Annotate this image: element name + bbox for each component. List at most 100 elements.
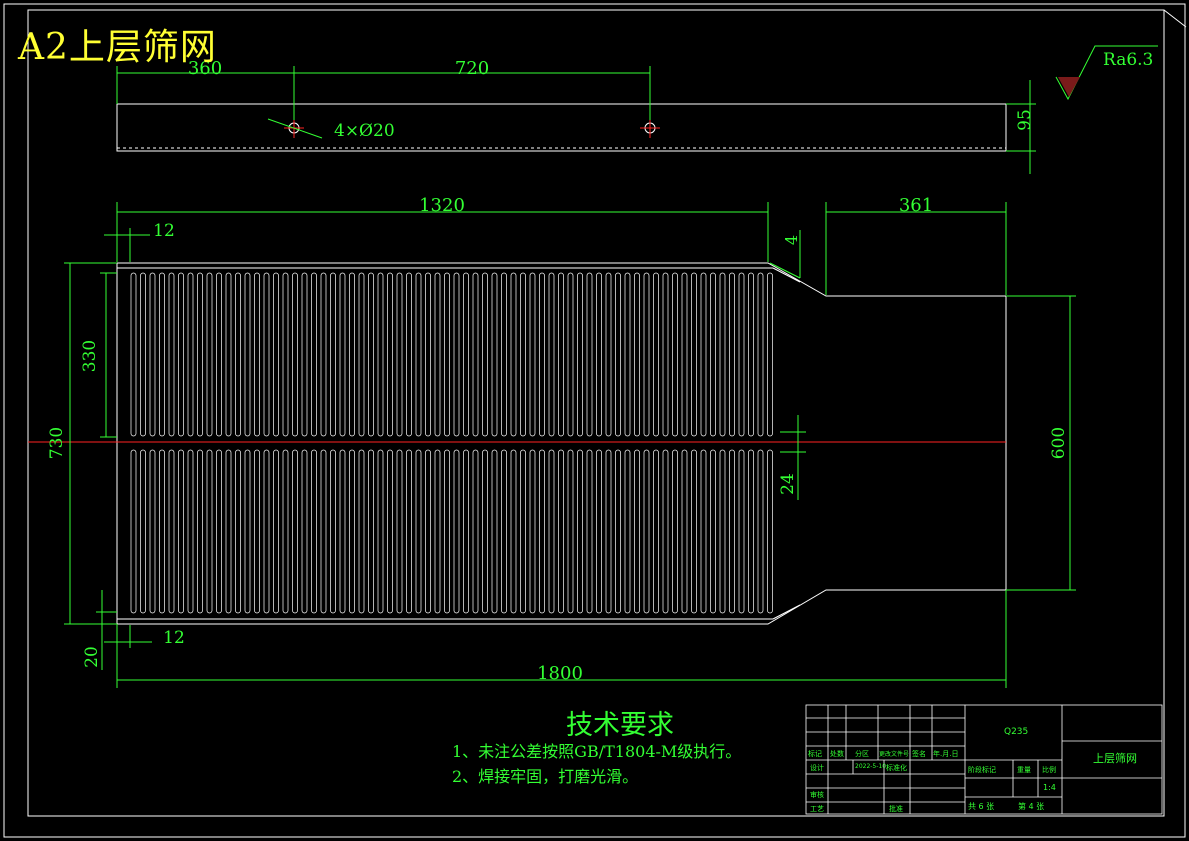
slot <box>472 272 479 437</box>
slot <box>653 449 659 614</box>
slot <box>719 272 726 437</box>
slot <box>482 449 488 614</box>
slot <box>748 449 754 614</box>
dim-360: 360 <box>188 58 222 79</box>
slot <box>425 449 431 614</box>
slot <box>719 449 726 614</box>
slot <box>681 449 688 614</box>
slot <box>358 449 365 614</box>
dim-12-top: 12 <box>153 221 175 241</box>
slot <box>225 449 232 614</box>
slot <box>358 272 365 437</box>
tb-sheet-number: 第 4 张 <box>1018 802 1045 811</box>
slot <box>254 449 260 614</box>
slot <box>729 449 735 614</box>
slot <box>577 449 583 614</box>
slot <box>216 272 222 437</box>
tb-header-0: 标记 <box>808 750 822 758</box>
tb-weight: 重量 <box>1017 766 1031 774</box>
slot <box>482 272 488 437</box>
slot <box>235 272 241 437</box>
slot <box>710 449 716 614</box>
slot <box>339 272 346 437</box>
slot <box>254 272 260 437</box>
slot <box>149 272 156 437</box>
slot <box>710 272 716 437</box>
slot <box>311 449 317 614</box>
slot <box>406 272 412 437</box>
slot <box>491 272 498 437</box>
slot <box>662 272 669 437</box>
top-dimensions <box>116 66 1036 174</box>
slot <box>539 449 545 614</box>
slot <box>330 272 336 437</box>
slot <box>415 272 422 437</box>
slot <box>396 272 403 437</box>
slot <box>187 272 194 437</box>
screen-outline <box>116 262 1007 625</box>
slot <box>292 449 298 614</box>
tb-design-label: 设计 <box>810 764 824 772</box>
slot <box>700 449 707 614</box>
slot <box>168 272 175 437</box>
slot <box>643 449 650 614</box>
slot <box>501 449 507 614</box>
slot <box>368 272 374 437</box>
slot <box>349 272 355 437</box>
slot <box>672 272 678 437</box>
slot <box>491 449 498 614</box>
slot <box>567 272 574 437</box>
slot <box>558 272 564 437</box>
dim-720: 720 <box>455 58 489 79</box>
slot <box>757 272 764 437</box>
slot-array <box>130 272 773 614</box>
tb-process: 工艺 <box>810 805 824 813</box>
slot <box>263 449 270 614</box>
slot <box>244 272 251 437</box>
inner-frame <box>27 9 1165 817</box>
tb-sheet-total: 共 6 张 <box>968 802 995 811</box>
slot <box>748 272 754 437</box>
slot <box>273 449 279 614</box>
slot <box>434 272 441 437</box>
tb-scale-value: 1:4 <box>1043 783 1056 792</box>
slot <box>339 449 346 614</box>
slot <box>510 272 517 437</box>
slot <box>187 449 194 614</box>
tech-requirement-1: 1、未注公差按照GB/T1804-M级执行。 <box>452 742 742 761</box>
dim-1800: 1800 <box>537 663 583 684</box>
slot <box>472 449 479 614</box>
slot <box>206 272 213 437</box>
tb-approve: 批准 <box>889 805 903 813</box>
slot <box>130 272 137 437</box>
slot <box>539 272 545 437</box>
slot <box>197 449 203 614</box>
tb-header-2: 分区 <box>855 750 869 758</box>
slot <box>387 449 393 614</box>
slot <box>548 272 555 437</box>
slot <box>529 272 536 437</box>
slot <box>586 272 593 437</box>
slot <box>140 272 146 437</box>
slot <box>178 272 184 437</box>
slot <box>729 272 735 437</box>
slot <box>425 272 431 437</box>
slot <box>282 272 289 437</box>
dim-12-bottom: 12 <box>163 628 185 648</box>
slot <box>225 272 232 437</box>
title-block-grid <box>805 704 1163 815</box>
slot <box>529 449 536 614</box>
tb-header-1: 处数 <box>830 750 844 758</box>
slot <box>577 272 583 437</box>
top-strip-view <box>116 103 1007 152</box>
slot <box>396 449 403 614</box>
slot <box>444 449 450 614</box>
slot <box>349 449 355 614</box>
slot <box>691 449 697 614</box>
slot <box>558 449 564 614</box>
tb-stage-mark: 阶段标记 <box>968 766 996 774</box>
slot <box>520 272 526 437</box>
slot <box>301 272 308 437</box>
slot <box>615 272 621 437</box>
slot <box>377 272 384 437</box>
